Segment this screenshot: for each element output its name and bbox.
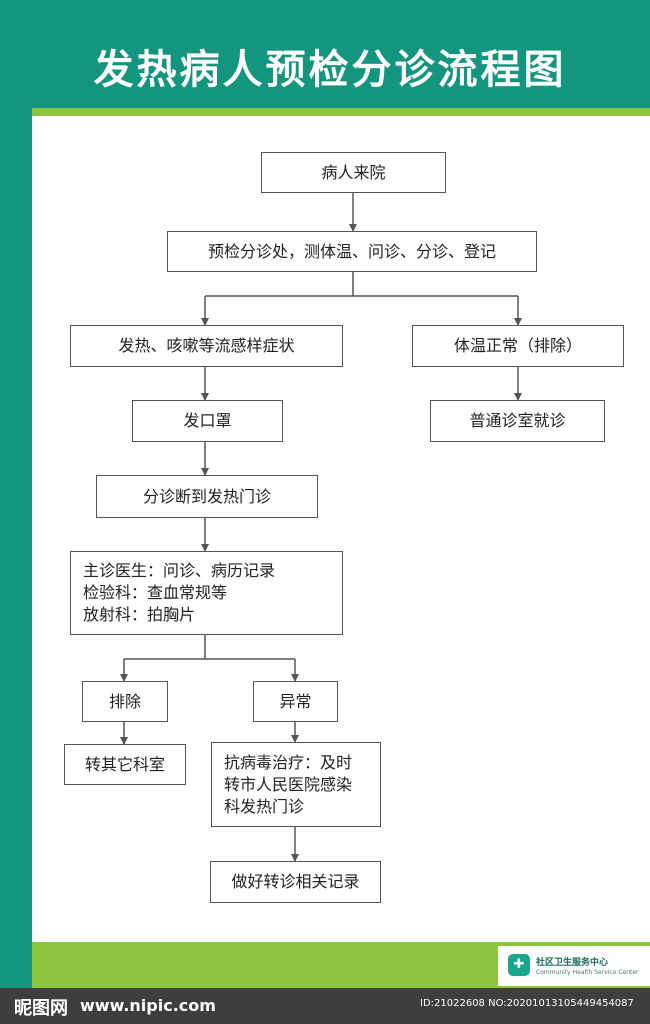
connector-precheck-split [205,272,518,297]
health-center-logo-icon: ✚ [508,954,530,976]
title-band: 发热病人预检分诊流程图 [10,18,650,110]
node-doctor: 主诊医生：问诊、病历记录 检验科：查血常规等 放射科：拍胸片 [70,551,343,635]
node-other-dept: 转其它科室 [64,744,186,785]
node-general-clinic: 普通诊室就诊 [430,400,605,442]
connector-doctor-split [124,635,295,660]
watermark-id: ID:21022608 NO:20201013105449454087 [420,998,634,1009]
footer-org-name-en: Community Health Service Center [536,969,639,976]
node-abnormal: 异常 [253,681,338,722]
node-record: 做好转诊相关记录 [210,861,381,903]
watermark-site: www.nipic.com [80,996,216,1015]
footer-org-name: 社区卫生服务中心 [536,958,609,968]
watermark-bar [0,988,650,1024]
node-fever-symptoms: 发热、咳嗽等流感样症状 [70,325,343,367]
page-title: 发热病人预检分诊流程图 [93,47,567,93]
node-to-fever-clinic: 分诊断到发热门诊 [96,475,318,518]
node-antiviral: 抗病毒治疗：及时 转市人民医院感染 科发热门诊 [211,742,381,827]
node-excluded: 排除 [82,681,168,722]
node-precheck: 预检分诊处，测体温、问诊、分诊、登记 [167,231,537,272]
node-arrive: 病人来院 [261,152,446,193]
node-mask: 发口罩 [132,400,283,442]
watermark-logo: 昵图网 [14,998,68,1019]
node-normal-temp: 体温正常（排除） [412,325,624,367]
title-stripe [32,108,650,116]
